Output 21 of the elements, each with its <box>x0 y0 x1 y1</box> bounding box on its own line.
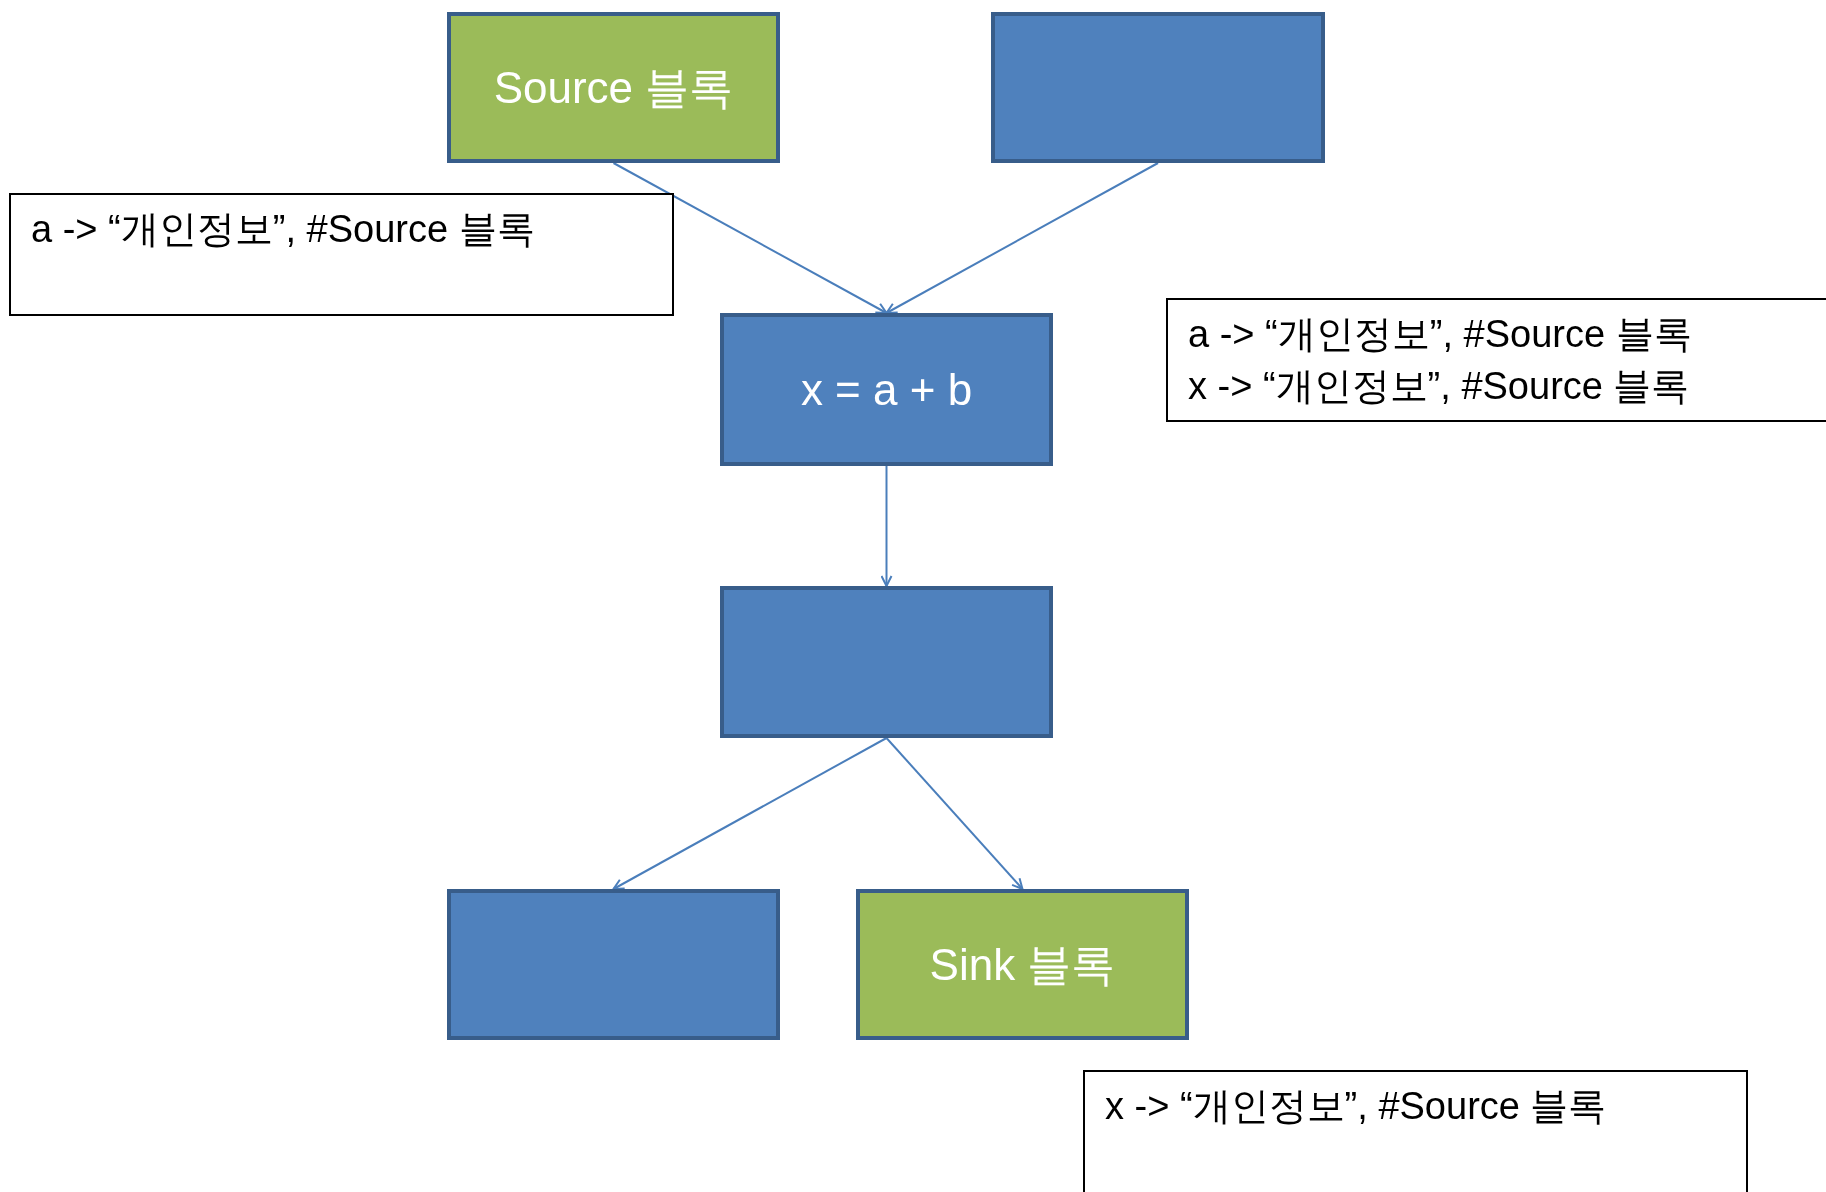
box-label: x = a + b <box>800 363 973 416</box>
process-box <box>447 12 780 163</box>
process-box <box>856 889 1189 1040</box>
arrow <box>612 162 888 314</box>
note-box <box>1083 1070 1748 1192</box>
arrow <box>612 737 888 890</box>
box-label: Source 블록 <box>493 61 734 114</box>
note-text: x -> “개인정보”, #Source 블록 <box>1188 364 1690 409</box>
note-text: x -> “개인정보”, #Source 블록 <box>1105 1084 1607 1129</box>
note-text: a -> “개인정보”, #Source 블록 <box>31 207 535 252</box>
process-box <box>720 586 1053 738</box>
note-text: a -> “개인정보”, #Source 블록 <box>1188 312 1692 357</box>
arrow <box>885 162 1159 314</box>
note-box <box>1166 298 1826 422</box>
box-label: Sink 블록 <box>929 938 1116 991</box>
note-box <box>9 193 674 316</box>
arrow <box>885 737 1024 890</box>
process-box <box>720 313 1053 466</box>
process-box <box>991 12 1325 163</box>
process-box <box>447 889 780 1040</box>
arrow <box>880 465 893 587</box>
